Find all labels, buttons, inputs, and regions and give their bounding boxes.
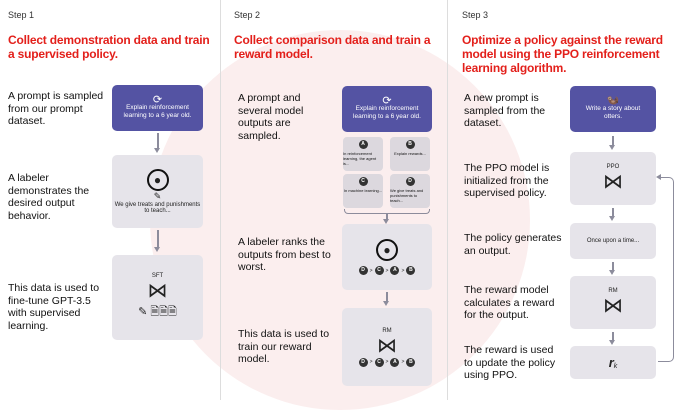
prompt-text: Write a story about otters. <box>585 105 641 120</box>
ranking: D> C> A> B <box>358 357 416 367</box>
prompt-text: Explain reinforcement learning to a 6 ye… <box>353 105 421 120</box>
labeler-box: ● ✎ We give treats and punishments to te… <box>112 155 203 228</box>
output-card: D We give treats and punishments to teach… <box>390 174 430 208</box>
output-card: A In reinforcement learning, the agent is… <box>343 137 383 171</box>
rank-item: B <box>406 266 416 275</box>
sft-box: SFT ⋈ ✎ 🗎🗎🗎 <box>112 255 203 340</box>
arrow-icon <box>609 136 615 150</box>
output-id: C <box>358 177 368 186</box>
step-3-title: Optimize a policy against the reward mod… <box>462 33 663 75</box>
rank-item: A <box>390 357 400 367</box>
feedback-loop-arrow <box>658 177 674 362</box>
prompt-text: Explain reinforcement learning to a 6 ye… <box>123 104 192 119</box>
rank-item: A <box>390 266 400 275</box>
ranking-box: ● D> C> A> B <box>342 224 432 290</box>
refresh-icon: ⟳ <box>382 95 392 107</box>
brace-icon <box>344 209 430 214</box>
step-1-desc: A labeler demonstrates the desired outpu… <box>8 172 90 222</box>
step-3-desc: The reward model calculates a reward for… <box>464 284 555 321</box>
model-label: PPO <box>606 163 620 170</box>
step-1-title: Collect demonstration data and train a s… <box>8 33 210 61</box>
rank-sep: > <box>401 267 405 274</box>
rank-item: D <box>358 357 368 367</box>
step-1-label: Step 1 <box>8 10 35 20</box>
documents-icon: ✎ 🗎🗎🗎 <box>138 306 177 318</box>
step-3-desc: A new prompt is sampled from the dataset… <box>464 92 546 129</box>
rank-sep: > <box>401 359 405 365</box>
reward-subscript: k <box>613 363 618 370</box>
output-id: A <box>358 140 368 149</box>
person-icon: ● <box>146 169 169 191</box>
output-text: We give treats and punishments to teach.… <box>390 188 424 203</box>
step-3-desc: The PPO model is initialized from the su… <box>464 162 550 199</box>
step-3-desc: The reward is used to update the policy … <box>464 344 556 381</box>
ppo-box: PPO ⋈ <box>570 152 656 205</box>
output-text: In reinforcement learning, the agent is.… <box>343 151 377 166</box>
rank-sep: > <box>369 359 373 365</box>
arrow-icon <box>383 292 389 306</box>
output-box: Once upon a time... <box>570 223 656 259</box>
rank-sep: > <box>385 267 389 274</box>
arrow-icon <box>609 332 615 345</box>
outputs-grid: A In reinforcement learning, the agent is… <box>342 137 432 209</box>
step-1-desc: A prompt is sampled from our prompt data… <box>8 90 104 127</box>
step-1-desc: This data is used to fine-tune GPT-3.5 w… <box>8 282 100 332</box>
rank-sep: > <box>369 267 373 274</box>
arrow-icon <box>383 214 389 224</box>
step-2-label: Step 2 <box>234 10 261 20</box>
arrow-icon <box>154 133 160 153</box>
output-card: B Explain rewards... <box>390 137 430 171</box>
step-3-desc: The policy generates an output. <box>464 232 562 257</box>
arrow-head-icon <box>656 174 661 180</box>
output-id: B <box>405 140 415 149</box>
model-label: RM <box>382 327 392 334</box>
output-text: Explain rewards... <box>394 151 426 156</box>
rm-box: RM ⋈ D> C> A> B <box>342 308 432 386</box>
demo-text: We give treats and punishments to teach.… <box>114 202 201 214</box>
neural-net-icon: ⋈ <box>603 294 623 317</box>
step-2-desc: A prompt and several model outputs are s… <box>238 92 304 142</box>
watermark <box>150 30 530 410</box>
output-text: Once upon a time... <box>586 238 640 244</box>
output-text: In machine learning... <box>343 188 383 193</box>
rank-item: C <box>374 357 384 367</box>
output-card: C In machine learning... <box>343 174 383 208</box>
arrow-icon <box>154 230 160 252</box>
model-label: SFT <box>151 273 164 279</box>
output-id: D <box>405 177 415 186</box>
pencil-icon: ✎ <box>153 191 162 201</box>
arrow-icon <box>609 208 615 221</box>
rank-item: D <box>358 266 368 275</box>
neural-net-icon: ⋈ <box>603 170 623 193</box>
prompt-box: ⟳ Explain reinforcement learning to a 6 … <box>342 86 432 132</box>
model-label: RM <box>608 287 618 294</box>
rank-sep: > <box>385 359 389 365</box>
prompt-box: ⟳ Explain reinforcement learning to a 6 … <box>112 85 203 131</box>
ranking: D> C> A> B <box>358 266 416 275</box>
neural-net-icon: ⋈ <box>377 334 397 357</box>
reward-symbol: r <box>608 355 614 370</box>
rm-box: RM ⋈ <box>570 276 656 329</box>
rank-item: C <box>374 266 384 275</box>
refresh-icon: ⟳ <box>152 94 163 106</box>
step-2-desc: A labeler ranks the outputs from best to… <box>238 236 331 273</box>
step-2-title: Collect comparison data and train a rewa… <box>234 33 431 61</box>
neural-net-icon: ⋈ <box>147 280 168 302</box>
rank-item: B <box>406 357 416 367</box>
divider <box>447 0 448 400</box>
divider <box>220 0 221 400</box>
step-3-label: Step 3 <box>462 10 489 20</box>
person-icon: ● <box>376 239 398 261</box>
arrow-icon <box>609 262 615 275</box>
step-2-desc: This data is used to train our reward mo… <box>238 328 330 365</box>
otter-icon: 🦦 <box>606 95 620 106</box>
prompt-box: 🦦 Write a story about otters. <box>570 86 656 132</box>
